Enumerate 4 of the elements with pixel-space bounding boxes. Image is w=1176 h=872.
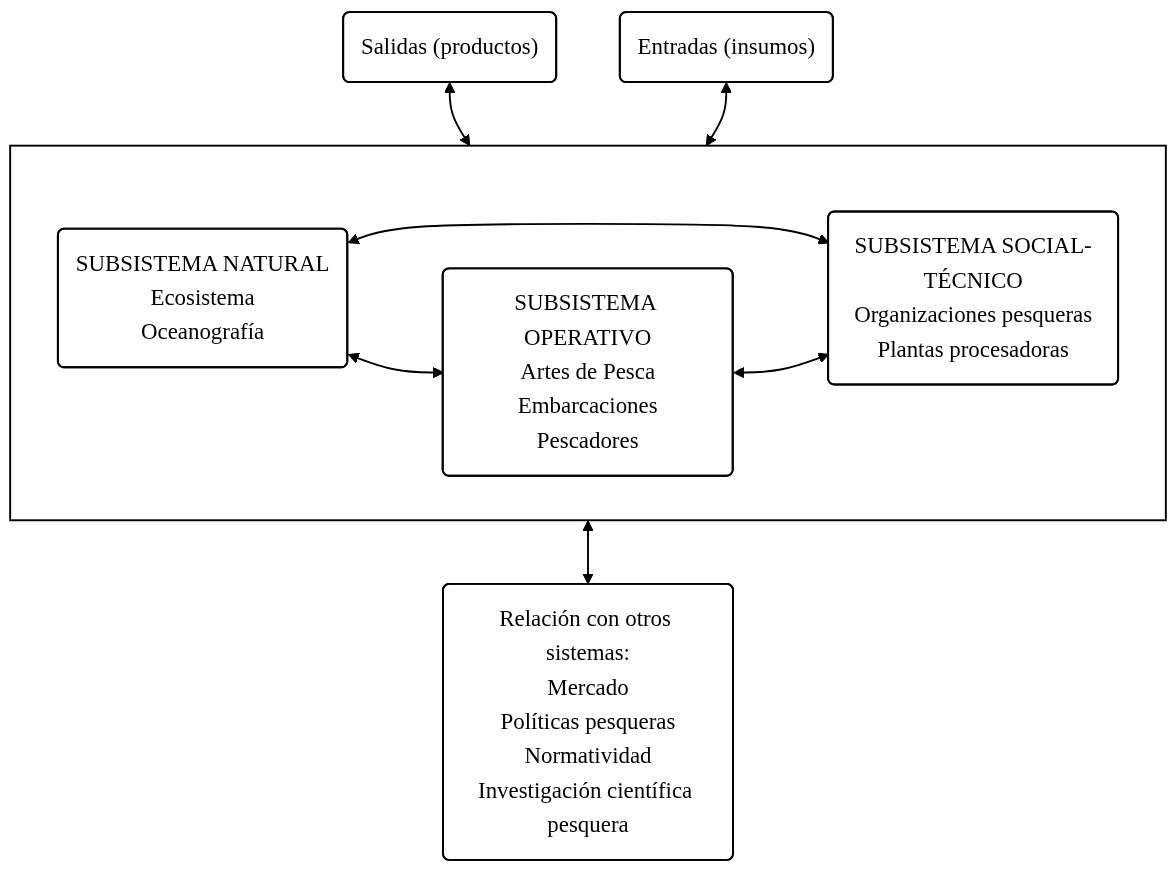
cluster xyxy=(9,144,1167,522)
arrow xyxy=(582,520,594,585)
arrow xyxy=(444,82,471,147)
arrow xyxy=(705,82,732,147)
